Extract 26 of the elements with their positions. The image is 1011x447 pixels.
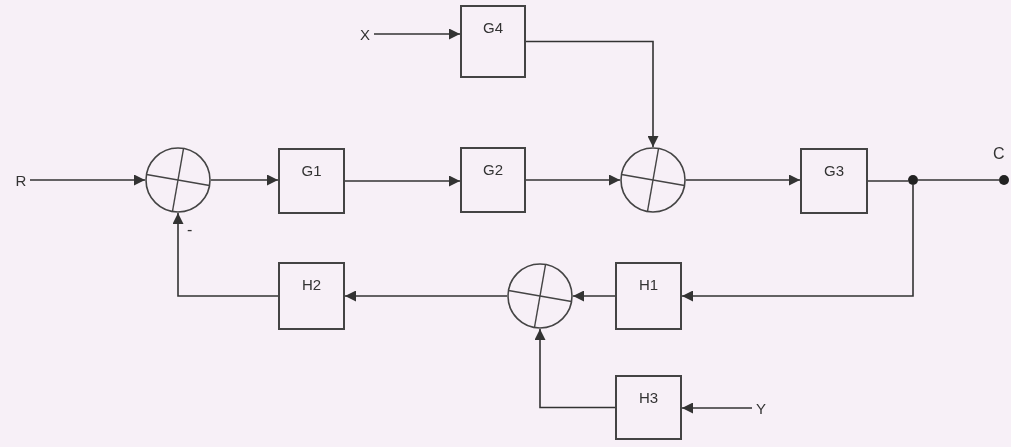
arrow — [525, 174, 621, 186]
transfer-function-block: H2 — [278, 262, 345, 330]
arrow — [29, 174, 146, 186]
arrow — [572, 290, 616, 302]
arrow — [373, 28, 461, 40]
connector-line — [917, 179, 1000, 181]
transfer-function-block: H3 — [615, 375, 682, 440]
transfer-function-block: G3 — [800, 148, 868, 214]
transfer-function-block: G4 — [460, 5, 526, 78]
signal-label: X — [360, 25, 370, 43]
output-label: C — [992, 146, 1006, 162]
arrow — [172, 212, 279, 297]
signal-label: R — [15, 171, 27, 189]
transfer-function-block: G2 — [460, 147, 526, 213]
transfer-function-block: H1 — [615, 262, 682, 330]
arrow — [534, 328, 616, 409]
arrow — [685, 174, 801, 186]
arrow — [681, 402, 753, 414]
arrow — [210, 174, 279, 186]
signal-label: Y — [756, 399, 766, 417]
connector-line — [867, 180, 909, 182]
arrow — [344, 290, 508, 302]
arrow — [525, 40, 659, 148]
arrow — [344, 175, 461, 187]
transfer-function-block: G1 — [278, 148, 345, 214]
arrow — [681, 184, 914, 302]
